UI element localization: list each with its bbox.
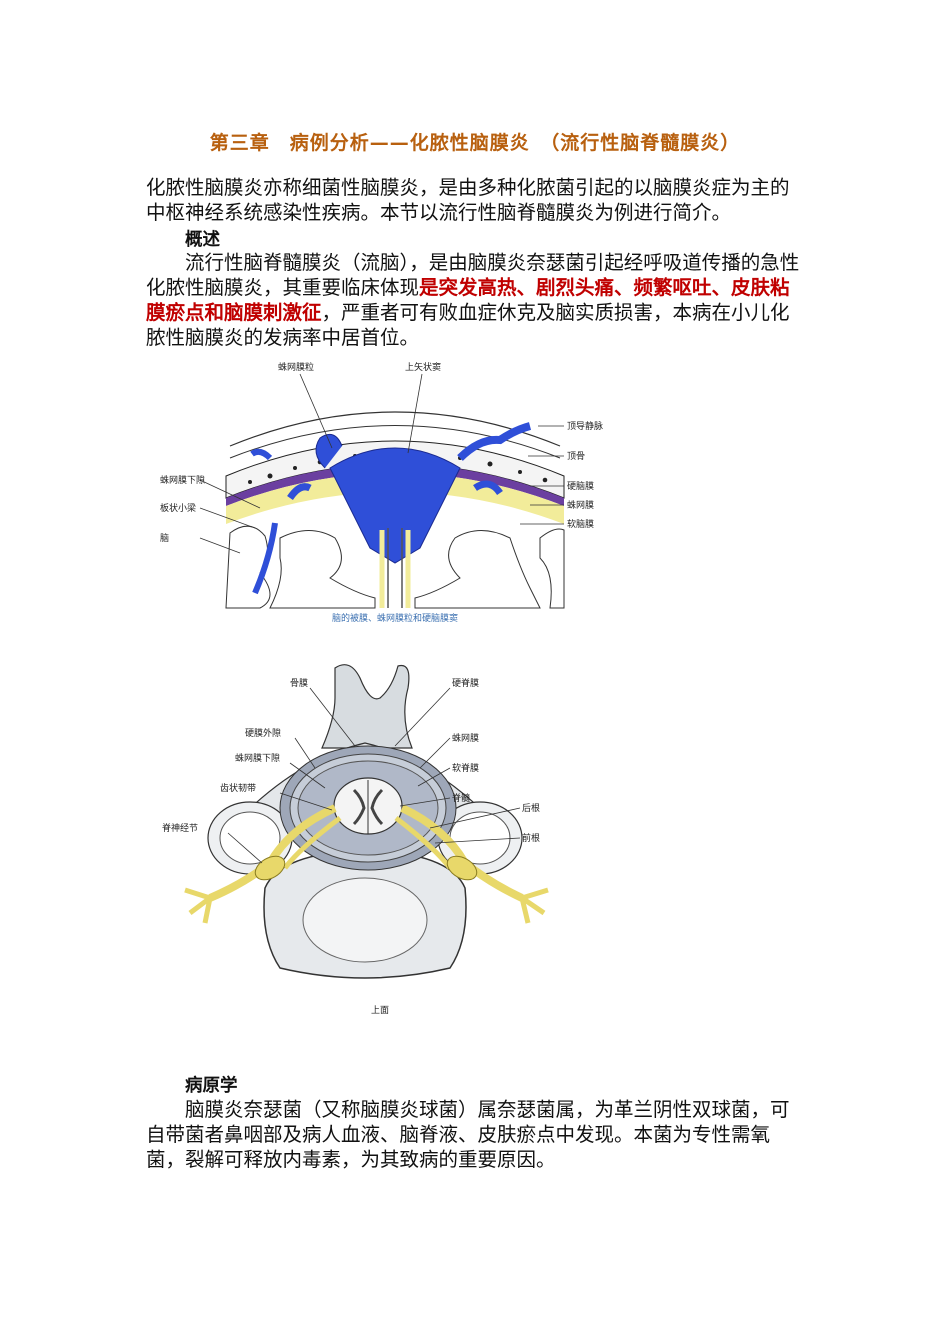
label-denticulate: 齿状韧带 — [220, 782, 256, 794]
label-pia: 软脑膜 — [567, 518, 594, 530]
label-spinal-cord: 脊髓 — [452, 792, 470, 804]
label-arachnoid: 蛛网膜 — [567, 499, 594, 511]
label-trabecula: 板状小梁 — [160, 502, 196, 514]
label-spinal-arachnoid: 蛛网膜 — [452, 732, 479, 744]
overview-text: 流行性脑脊髓膜炎（流脑），是由脑膜炎奈瑟菌引起经呼吸道传播的急性化脓性脑膜炎，其… — [146, 251, 800, 299]
pathogen-heading: 病原学 — [185, 1076, 238, 1096]
label-spinal-dura: 硬脊膜 — [452, 677, 479, 689]
overview-paragraph: 流行性脑脊髓膜炎（流脑），是由脑膜炎奈瑟菌引起经呼吸道传播的急性化脓性脑膜炎，其… — [146, 250, 806, 350]
label-dura: 硬脑膜 — [567, 480, 594, 492]
figure1-caption: 脑的被膜、蛛网膜粒和硬脑膜窦 — [332, 612, 458, 624]
intro-paragraph: 化脓性脑膜炎亦称细菌性脑膜炎，是由多种化脓菌引起的以脑膜炎症为主的中枢神经系统感… — [146, 176, 790, 224]
label-epidural: 硬膜外隙 — [245, 727, 281, 739]
overview-text-tail: ，严重者可有败血症休克及脑实质损害，本病在小儿化脓性脑膜炎的发病率中居首位。 — [146, 301, 790, 349]
label-subarachnoid: 蛛网膜下隙 — [160, 474, 205, 486]
label-emissary-vein: 顶导静脉 — [567, 420, 603, 432]
label-anterior-root: 前根 — [522, 832, 540, 844]
meninges-figure: 蛛网膜粒 上矢状窦 顶导静脉 顶骨 硬脑膜 蛛网膜 软脑膜 蛛网膜下隙 板状小梁… — [160, 361, 612, 624]
label-brain: 脑 — [160, 532, 169, 544]
label-parietal-bone: 顶骨 — [567, 451, 585, 462]
pathogen-paragraph: 脑膜炎奈瑟菌（又称脑膜炎球菌）属奈瑟菌属，为革兰阴性双球菌，可自带菌者鼻咽部及病… — [146, 1098, 790, 1171]
label-periosteum: 骨膜 — [290, 678, 308, 689]
label-sinus: 上矢状窦 — [405, 361, 441, 373]
overview-heading: 概述 — [185, 230, 220, 250]
label-ganglion: 脊神经节 — [162, 822, 198, 834]
overview-highlight: 是突发高热、剧烈头痛、频繁呕吐、皮肤粘膜瘀点和脑膜刺激征 — [146, 276, 790, 324]
label-subarachnoid-space: 蛛网膜下隙 — [235, 752, 280, 764]
label-arachnoid-granule: 蛛网膜粒 — [278, 361, 314, 373]
spine-figure: 骨膜 硬膜外隙 蛛网膜下隙 齿状韧带 脊神经节 硬脊膜 蛛网膜 软脊膜 脊髓 后… — [162, 664, 549, 1016]
figure2-caption: 上面 — [371, 1005, 389, 1016]
label-spinal-pia: 软脊膜 — [452, 762, 479, 774]
label-posterior-root: 后根 — [522, 802, 540, 814]
chapter-title: 第三章 病例分析——化脓性脑膜炎 （流行性脑脊髓膜炎） — [209, 132, 741, 154]
